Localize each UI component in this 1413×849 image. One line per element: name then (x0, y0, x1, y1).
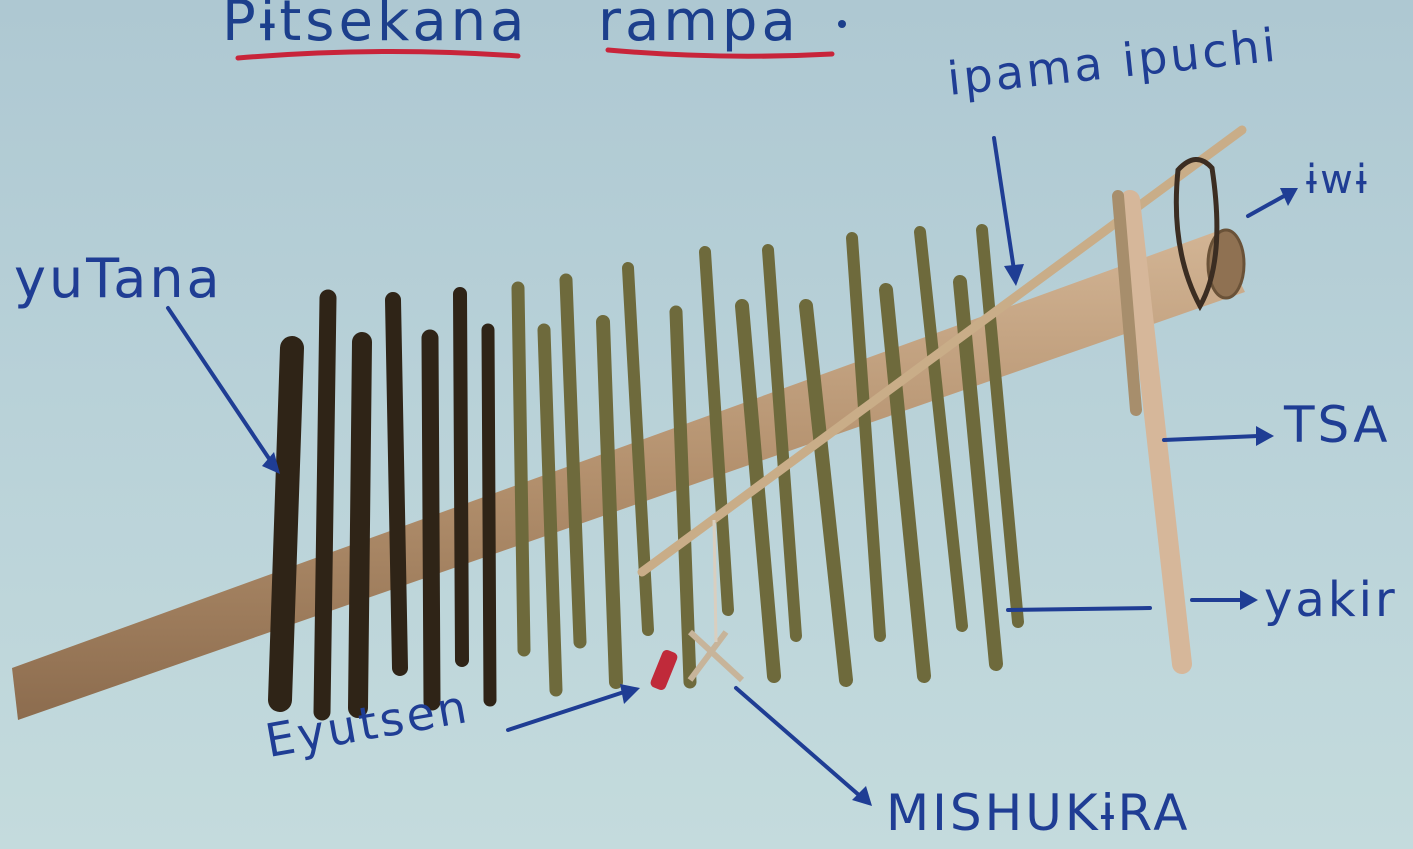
label-tsa: TSA (1284, 400, 1390, 450)
title-period (838, 20, 846, 28)
label-yutana: yuTana (14, 252, 223, 306)
label-twi: ɨwɨ (1306, 160, 1370, 200)
mechanism-string (714, 520, 716, 642)
label-yakir: yakir (1264, 576, 1398, 624)
comb-sticks-dark (280, 294, 490, 712)
title-word-1: Pɨtsekana (222, 0, 528, 50)
label-mishukira: MISHUKɨRA (886, 788, 1190, 838)
red-tab (649, 648, 679, 691)
title-word-2: rampa (598, 0, 800, 50)
